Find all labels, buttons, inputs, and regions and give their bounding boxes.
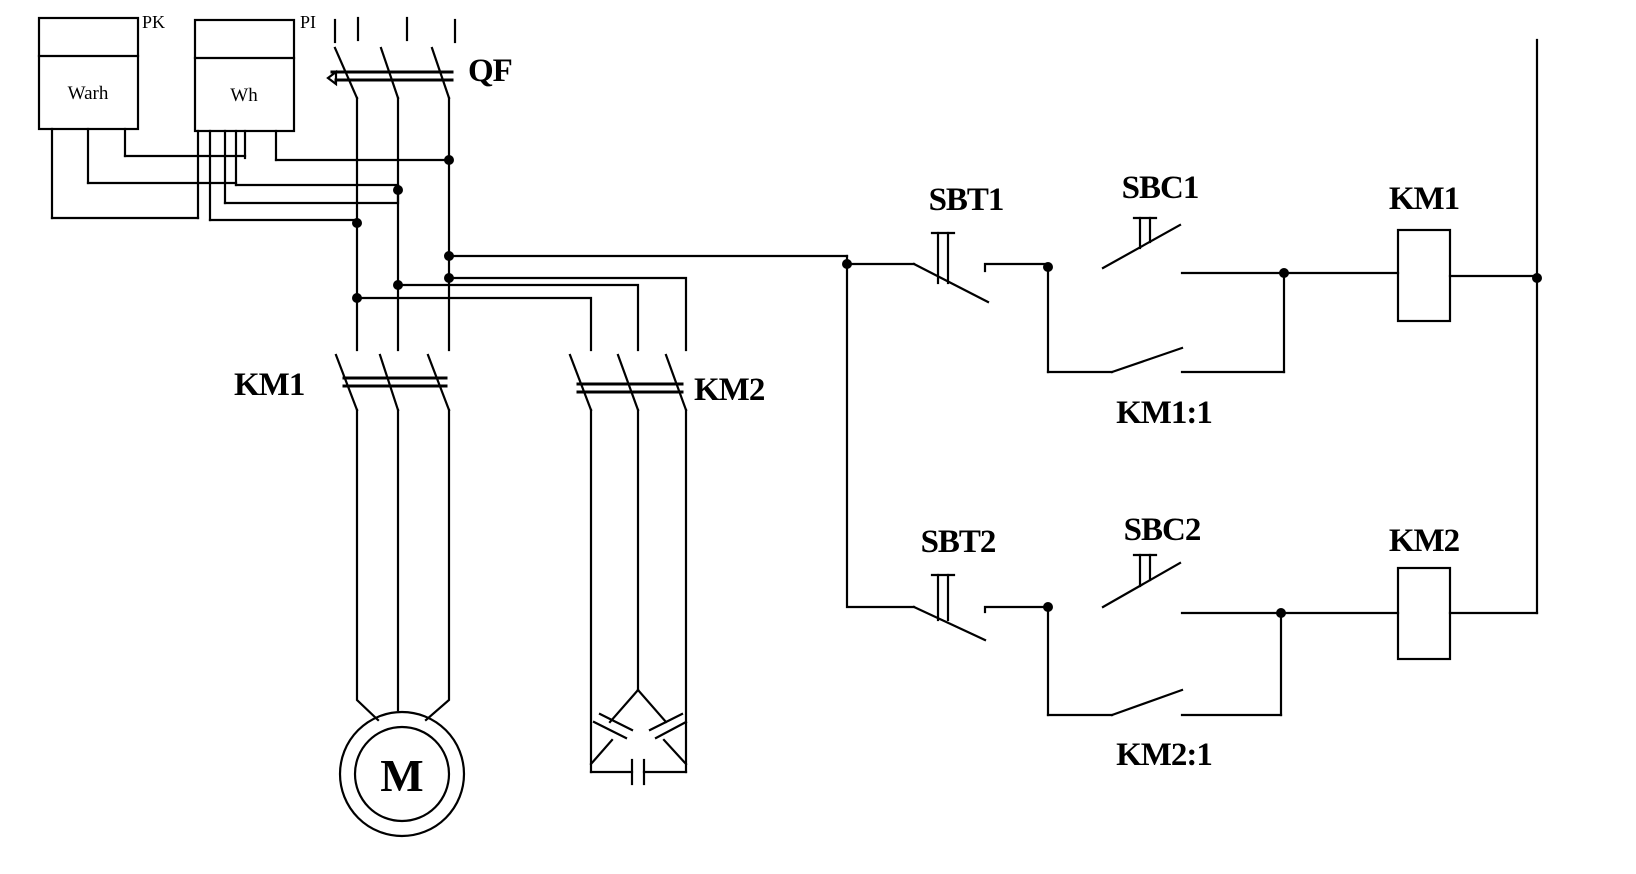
km2-coil-label: KM2 <box>1389 523 1460 559</box>
km2-coil <box>1396 566 1452 661</box>
km2-main-label: KM2 <box>694 372 765 408</box>
km2-hold-label: KM2:1 <box>1116 737 1212 773</box>
breaker-label: QF <box>468 53 512 89</box>
sbc1-start-button <box>1101 216 1182 270</box>
motor-label: M <box>380 750 423 801</box>
junction-dots <box>352 155 1542 618</box>
km1-main-contacts <box>334 353 451 412</box>
active-energy-meter <box>37 16 140 220</box>
sbt2-stop-button <box>912 573 987 642</box>
km1-coil-label: KM1 <box>1389 181 1459 217</box>
motor <box>338 710 466 838</box>
power-buses <box>355 96 849 352</box>
reactive-meter-tag: PI <box>300 12 316 32</box>
motor-leads <box>355 408 451 722</box>
reactive-energy-meter <box>193 18 296 222</box>
sbc1-label: SBC1 <box>1122 170 1199 206</box>
km1-hold-contact <box>1110 346 1184 374</box>
km1-main-label: KM1 <box>234 367 304 403</box>
km2-main-contacts <box>568 353 688 774</box>
control-circuit <box>845 38 1539 717</box>
sbt1-label: SBT1 <box>929 182 1004 218</box>
sbc2-start-button <box>1101 553 1182 609</box>
sbt1-stop-button <box>912 231 990 304</box>
active-meter-label: Warh <box>68 83 109 104</box>
reactive-meter-label: Wh <box>230 85 258 106</box>
capacitor-bank <box>589 688 688 786</box>
sbc2-label: SBC2 <box>1124 512 1201 548</box>
km1-coil <box>1396 228 1452 323</box>
sbt2-label: SBT2 <box>921 524 996 560</box>
meter-wiring <box>50 154 451 222</box>
km1-hold-label: KM1:1 <box>1116 395 1212 431</box>
km2-hold-contact <box>1110 688 1184 717</box>
breaker-qf <box>326 16 457 100</box>
active-meter-tag: PK <box>142 12 165 32</box>
